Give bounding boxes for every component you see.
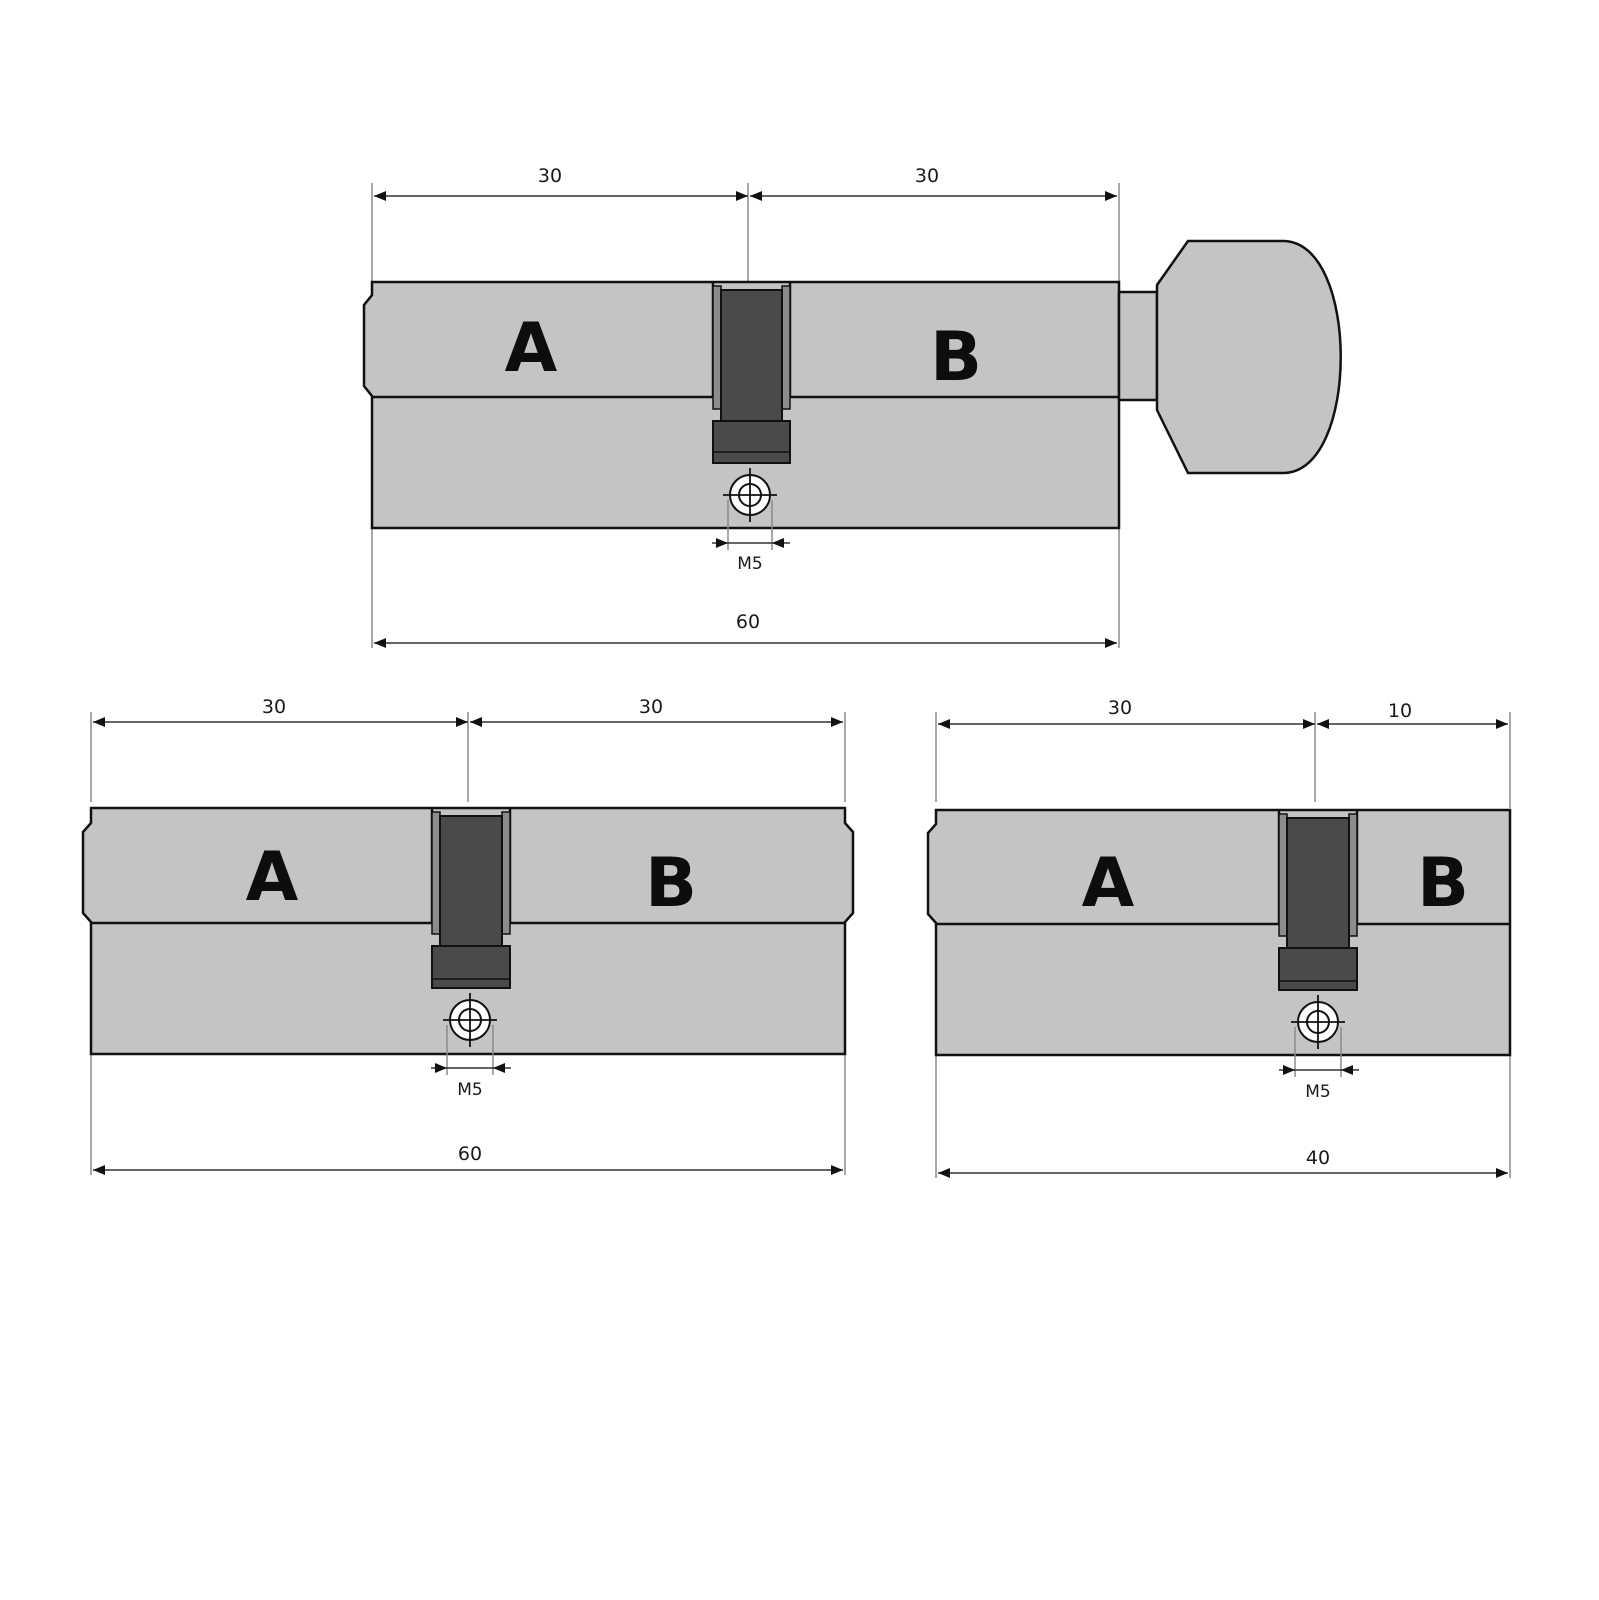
label-b: B [930,318,982,397]
label-a: A [505,309,558,388]
cam-base [712,420,791,464]
dim-total-label: 40 [1306,1147,1330,1169]
cam [1286,817,1350,949]
label-b: B [1417,844,1469,923]
cam-side-right [501,811,511,935]
dim-right-label: 30 [915,165,939,187]
screw-size-label: M5 [457,1080,482,1100]
cam-side-right [1348,813,1358,937]
cam-side-left [1278,813,1288,937]
dim-right-label: 30 [639,696,663,718]
label-a: A [246,838,299,917]
dim-total-label: 60 [458,1143,482,1165]
cam-side-left [712,285,722,410]
screw-size-label: M5 [737,554,762,574]
diagram-knob-cylinder: 30 30 A B M5 60 [362,165,1342,648]
dim-right-label: 10 [1388,700,1412,722]
label-a: A [1082,844,1135,923]
cam-base [1278,947,1358,991]
dim-left-label: 30 [1108,697,1132,719]
dim-left-label: 30 [538,165,562,187]
diagram-double-cylinder-left: 30 30 A B M5 60 [81,696,855,1175]
cam [439,815,503,947]
diagram-double-cylinder-right: 30 10 A B M5 40 [926,697,1512,1178]
label-b: B [645,844,697,923]
dim-total-label: 60 [736,611,760,633]
knob [1155,239,1342,475]
cam-base [431,945,511,989]
knob-shaft [1117,290,1159,402]
cam [720,289,783,422]
dim-left-label: 30 [262,696,286,718]
cam-side-right [781,285,791,410]
screw-size-label: M5 [1305,1082,1330,1102]
cam-side-left [431,811,441,935]
